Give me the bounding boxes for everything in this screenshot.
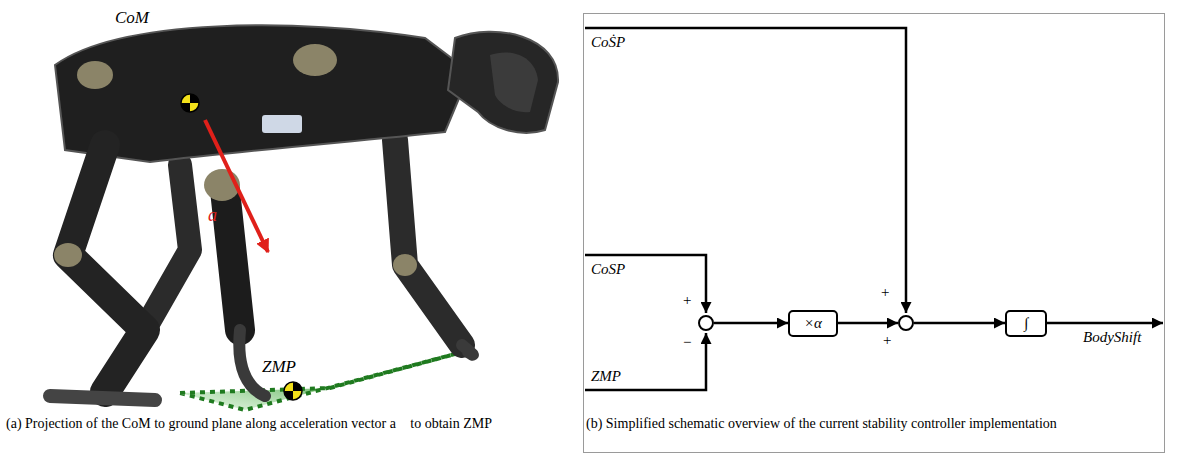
signal-name: CoṠP bbox=[591, 34, 625, 51]
acceleration-arrow-part bbox=[205, 120, 268, 252]
sign-label: + bbox=[883, 333, 891, 348]
vector-label: a⃗ bbox=[208, 205, 231, 226]
robot-figure-part bbox=[395, 140, 462, 345]
signal-arrow bbox=[914, 322, 1005, 325]
summing-junction: +− bbox=[698, 315, 714, 331]
robot-figure-part bbox=[293, 44, 337, 76]
robot-figure-part bbox=[393, 254, 417, 276]
robot-figure-part bbox=[77, 61, 113, 89]
sign-label: + bbox=[881, 285, 889, 300]
com-marker-part bbox=[181, 103, 190, 112]
signal-wire-part bbox=[585, 255, 706, 313]
process-box: ∫ bbox=[1005, 310, 1047, 337]
robot-figure-part bbox=[262, 115, 302, 133]
com-marker-part bbox=[190, 94, 199, 103]
robot-figure bbox=[50, 25, 558, 400]
com-label: CoM bbox=[115, 8, 149, 28]
robot-figure-part bbox=[490, 52, 538, 112]
signal-wire-part bbox=[585, 333, 706, 390]
acceleration-arrow bbox=[205, 120, 268, 252]
zmp-marker-part bbox=[284, 391, 293, 400]
signal-name: BodyShift bbox=[1083, 329, 1141, 346]
robot-figure-part bbox=[54, 243, 82, 267]
signal-arrow bbox=[714, 322, 788, 325]
sign-label: − bbox=[683, 335, 691, 350]
robot-figure-part bbox=[239, 330, 265, 396]
signal-wire-part bbox=[1047, 322, 1163, 325]
signal-wire-part bbox=[585, 28, 906, 313]
zmp-marker-part bbox=[284, 382, 302, 400]
zmp-label: ZMP bbox=[262, 357, 296, 377]
process-box: ×α bbox=[788, 310, 838, 337]
zmp-marker bbox=[284, 382, 302, 400]
panel-frame-part bbox=[584, 14, 1165, 453]
signal-name: ZMP bbox=[591, 368, 621, 385]
com-marker bbox=[181, 94, 199, 112]
com-marker-part bbox=[181, 94, 199, 112]
signal-name: CoSP bbox=[591, 261, 625, 278]
block-label: ∫ bbox=[1024, 315, 1028, 332]
robot-figure-part bbox=[448, 32, 558, 133]
summing-junction: ++ bbox=[898, 315, 914, 331]
robot-figure-part bbox=[68, 145, 145, 392]
support-polygon bbox=[180, 350, 470, 410]
support-polygon-part bbox=[180, 350, 470, 410]
panel-frame bbox=[584, 14, 1165, 453]
sign-label: + bbox=[683, 293, 691, 308]
zmp-marker-part bbox=[293, 382, 302, 391]
robot-figure-part bbox=[50, 396, 155, 400]
caption-text: (b) Simplified schematic overview of the… bbox=[586, 415, 1166, 433]
caption-text: (a) Projection of the CoM to ground plan… bbox=[6, 415, 566, 433]
signal-arrow bbox=[838, 322, 898, 325]
block-label: ×α bbox=[804, 315, 822, 332]
robot-figure-part bbox=[462, 345, 473, 355]
signal-wire bbox=[585, 28, 1163, 390]
robot-figure-part bbox=[150, 165, 190, 320]
